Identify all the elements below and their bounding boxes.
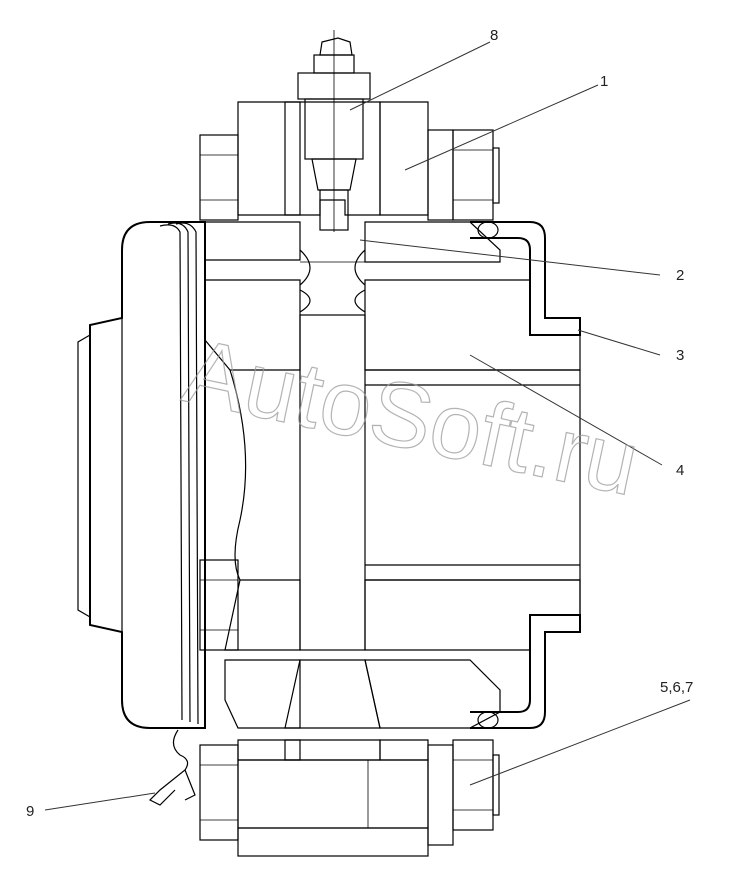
callout-labels: 8 1 2 3 4 5,6,7 9 [26,27,693,820]
callout-9: 9 [26,803,34,820]
watermark: AutoSoft.ru [175,319,648,516]
callout-5-6-7: 5,6,7 [660,679,693,696]
center-pin [299,249,366,651]
leader-lines [44,41,691,811]
right-upper-nut [427,129,500,221]
callout-4: 4 [676,462,684,479]
left-cover [77,221,206,729]
cotter-pin [148,729,196,806]
callout-8: 8 [490,27,498,44]
lower-housing [224,659,501,761]
callout-3: 3 [676,347,684,364]
seal-cap [470,221,581,729]
callout-1: 1 [600,73,608,90]
lower-bolt [237,739,500,857]
upper-housing [204,101,501,263]
watermark-text: AutoSoft.ru [176,320,647,515]
callout-2: 2 [676,267,684,284]
grease-fitting [297,30,371,232]
